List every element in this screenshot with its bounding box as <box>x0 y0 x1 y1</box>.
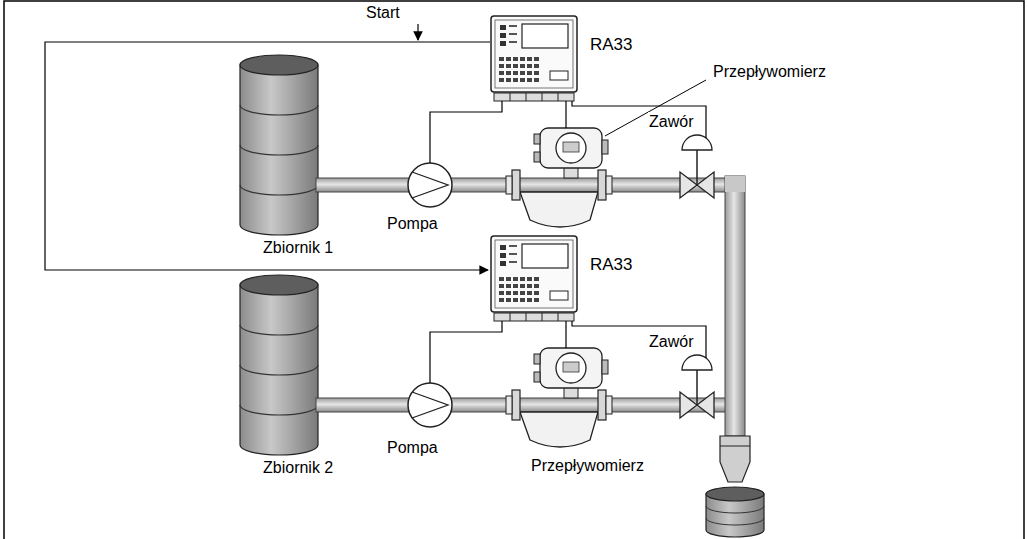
controller-node: RA33 <box>490 235 578 313</box>
frame-border <box>4 1 1024 539</box>
callout-label: Zawór <box>648 112 694 131</box>
pump-label: Pompa <box>386 438 439 457</box>
controller-housing <box>490 235 578 313</box>
controller-node: RA33 <box>490 15 578 93</box>
controller-housing <box>490 15 578 93</box>
filling-nozzle <box>720 436 750 482</box>
device-name: RA33 <box>590 35 633 55</box>
pump-label: Pompa <box>386 214 439 233</box>
tank-label: Zbiornik 1 <box>262 238 334 257</box>
tank-label: Zbiornik 2 <box>262 458 334 477</box>
upper-dosing-line <box>240 55 736 235</box>
leader-line <box>605 80 706 136</box>
outlet-pipe <box>725 176 745 436</box>
callout-label: Zawór <box>648 332 694 351</box>
lower-dosing-line <box>240 275 736 455</box>
device-name: RA33 <box>590 255 633 275</box>
callout-label: Przepływomierz <box>712 62 827 81</box>
start-arrow <box>417 24 418 40</box>
signal-label: Start <box>365 3 401 22</box>
callout-label: Przepływomierz <box>530 456 645 475</box>
container-barrel <box>706 487 764 537</box>
